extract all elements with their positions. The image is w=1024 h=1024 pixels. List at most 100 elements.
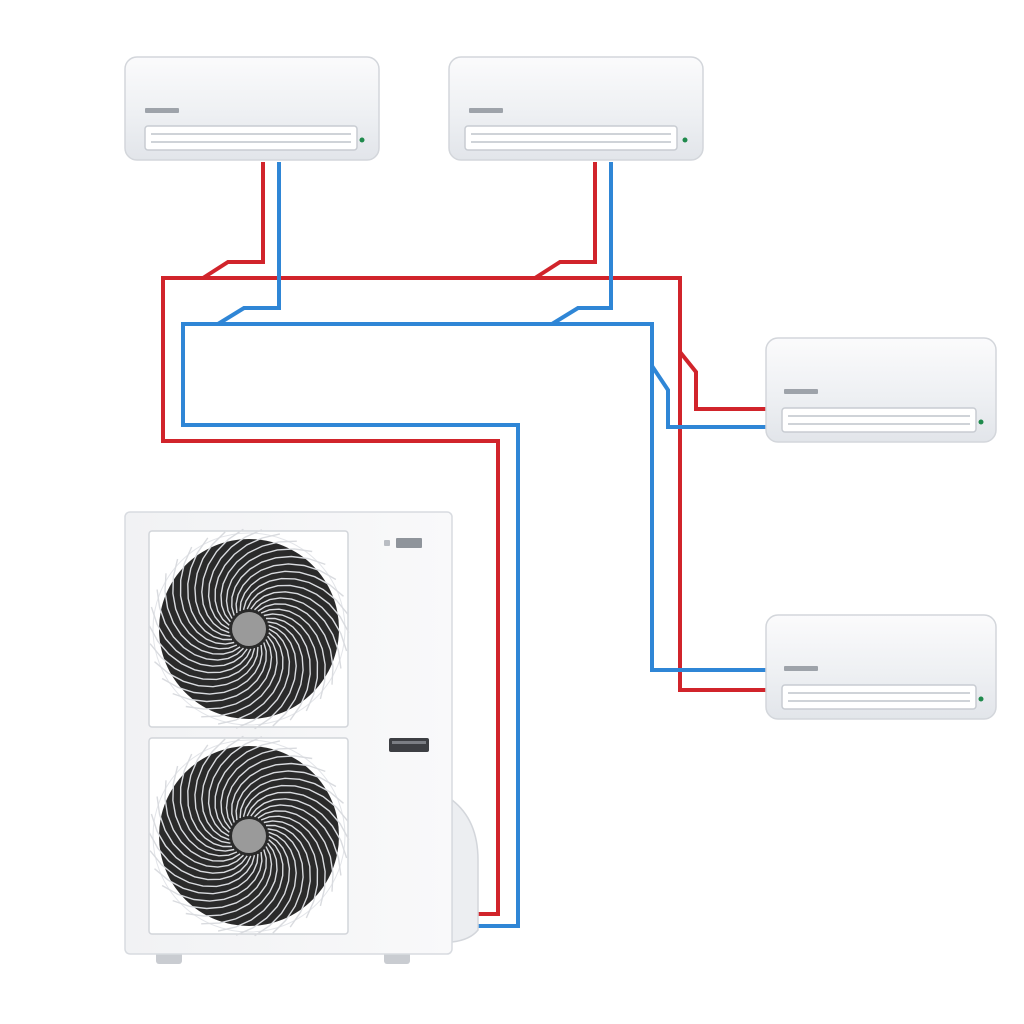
grille-wire bbox=[217, 632, 284, 725]
grille-wire bbox=[254, 804, 342, 876]
grille-wire bbox=[148, 831, 252, 881]
grille-wire bbox=[217, 839, 284, 932]
grille-wire bbox=[149, 850, 256, 888]
grille-wire bbox=[164, 573, 241, 655]
grille-wire bbox=[201, 635, 278, 718]
cold-pipe-branch-unit-1 bbox=[216, 162, 281, 326]
grille-wire bbox=[179, 546, 235, 645]
refrigerant-pipes bbox=[161, 162, 770, 928]
grille-wire bbox=[161, 851, 263, 902]
grille-wire bbox=[150, 813, 248, 874]
air-vent bbox=[144, 125, 358, 151]
grille-wire bbox=[257, 603, 334, 685]
grille-wire bbox=[235, 628, 291, 729]
grille-wire bbox=[164, 780, 241, 862]
grille-wire bbox=[201, 842, 278, 925]
grille-wire bbox=[225, 755, 313, 826]
cold-pipe-branch-unit-2 bbox=[550, 162, 613, 326]
grille-wire bbox=[254, 597, 342, 669]
grille-wire bbox=[187, 537, 232, 641]
grille-ring bbox=[152, 739, 346, 933]
grille-wire bbox=[246, 584, 350, 634]
grille-wire bbox=[239, 570, 344, 612]
fan-top bbox=[148, 528, 350, 730]
grille-wire bbox=[194, 531, 231, 637]
air-vent bbox=[781, 684, 977, 710]
grille-wire bbox=[231, 555, 326, 616]
pipe-service-cover bbox=[451, 798, 479, 943]
brand-label bbox=[784, 389, 818, 394]
grille-wire bbox=[250, 798, 348, 859]
grille-wire bbox=[172, 558, 238, 650]
grille-wire bbox=[214, 740, 281, 833]
brand-label bbox=[469, 108, 503, 113]
hot-pipe-branch-unit-1 bbox=[201, 162, 265, 280]
grille-wire bbox=[220, 747, 297, 830]
grille-wire bbox=[242, 784, 349, 822]
grille-wire bbox=[172, 849, 267, 910]
brand-label bbox=[784, 666, 818, 671]
status-indicator bbox=[978, 419, 984, 425]
badge-mark bbox=[384, 540, 390, 546]
fan-hub bbox=[232, 612, 266, 646]
fan-hub bbox=[232, 819, 266, 853]
grille-wire bbox=[156, 589, 244, 661]
grille-wire bbox=[156, 796, 244, 868]
grille-wire bbox=[235, 835, 291, 936]
grille-wire bbox=[214, 533, 281, 626]
grille-wire bbox=[225, 548, 313, 619]
grille-wire bbox=[220, 540, 297, 623]
grille-wire bbox=[267, 828, 304, 934]
grille-wire bbox=[201, 528, 244, 634]
grille-wire bbox=[207, 529, 263, 630]
indoor-unit-1 bbox=[124, 56, 380, 161]
grille-wire bbox=[250, 591, 348, 652]
grille-wire bbox=[242, 577, 349, 615]
status-indicator bbox=[978, 696, 984, 702]
cold-pipe-branch-unit-3 bbox=[650, 364, 770, 429]
air-vent bbox=[464, 125, 678, 151]
grille-wire bbox=[201, 735, 244, 841]
grille-wire bbox=[149, 643, 256, 681]
grille-wire bbox=[185, 639, 273, 710]
grille-wire bbox=[187, 744, 232, 848]
brand-badge bbox=[396, 538, 422, 548]
cold-pipe-main bbox=[181, 322, 770, 928]
indoor-unit-4 bbox=[765, 614, 997, 720]
service-handle bbox=[389, 738, 429, 752]
service-handle-shine bbox=[392, 741, 426, 744]
status-indicator bbox=[682, 137, 688, 143]
status-indicator bbox=[359, 137, 365, 143]
grille-wire bbox=[246, 791, 350, 841]
grille-wire bbox=[148, 624, 252, 674]
grille-wire bbox=[150, 606, 248, 667]
grille-wire bbox=[154, 853, 259, 895]
air-vent bbox=[781, 407, 977, 433]
fan-bottom bbox=[148, 735, 350, 937]
grille-wire bbox=[172, 765, 238, 857]
grille-wire bbox=[235, 563, 337, 614]
grille-wire bbox=[194, 738, 231, 844]
grille-wire bbox=[172, 642, 267, 703]
grille-wire bbox=[263, 820, 319, 919]
grille-wire bbox=[254, 624, 297, 730]
hot-pipe-main bbox=[161, 276, 770, 916]
grille-ring bbox=[152, 532, 346, 726]
grille-wire bbox=[185, 846, 273, 917]
hot-pipe-branch-unit-2 bbox=[533, 162, 597, 280]
grille-wire bbox=[266, 617, 311, 721]
grille-wire bbox=[254, 831, 297, 937]
grille-wire bbox=[267, 621, 304, 727]
grille-wire bbox=[257, 810, 334, 892]
indoor-unit-2 bbox=[448, 56, 704, 161]
grille-wire bbox=[263, 613, 319, 712]
grille-wire bbox=[260, 608, 326, 700]
hot-pipe-branch-unit-3 bbox=[678, 350, 770, 411]
grille-wire bbox=[154, 646, 259, 688]
grille-wire bbox=[239, 777, 344, 819]
outdoor-unit bbox=[124, 511, 479, 964]
indoor-unit-3 bbox=[765, 337, 997, 443]
grille-wire bbox=[161, 644, 263, 695]
grille-wire bbox=[260, 815, 326, 907]
